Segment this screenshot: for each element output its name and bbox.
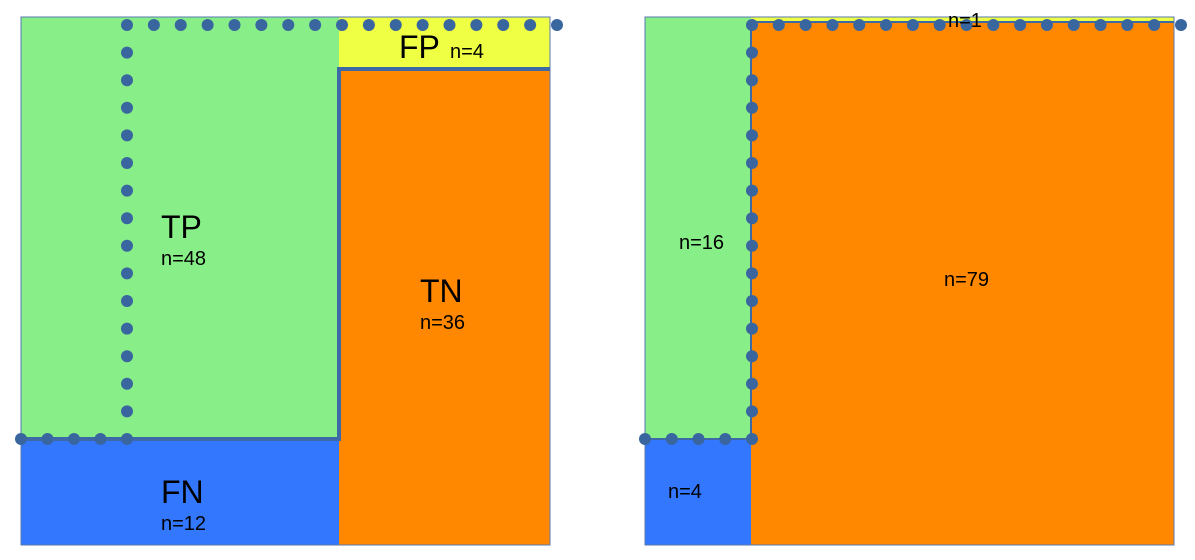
left-fn-region: [21, 439, 339, 545]
boundary-dot: [1148, 19, 1161, 31]
right-fp-region: [751, 17, 1174, 22]
left-panel-outline: [20, 16, 551, 546]
boundary-dot: [121, 157, 133, 169]
boundary-dot: [416, 19, 429, 31]
right-tp-region: [645, 17, 751, 439]
boundary-dot: [906, 19, 919, 31]
boundary-dot: [719, 433, 732, 445]
boundary-dot: [470, 19, 483, 31]
boundary-dot: [121, 350, 133, 363]
left-tn-label: TN: [420, 273, 463, 309]
left-panel: TP n=48 FN n=12 FP n=4 TN n=36: [15, 16, 563, 546]
boundary-dot: [746, 322, 758, 335]
boundary-dot: [746, 19, 758, 31]
right-panel-outline: [644, 16, 1175, 546]
right-tn-count: n=79: [944, 269, 989, 291]
boundary-dot: [121, 433, 133, 445]
boundary-dot: [880, 19, 893, 31]
boundary-dot: [121, 74, 133, 87]
boundary-dot: [121, 101, 133, 114]
boundary-dot: [201, 19, 214, 31]
boundary-dot: [497, 19, 510, 31]
boundary-dot: [121, 239, 133, 252]
boundary-dot: [853, 19, 866, 31]
left-tn-region: [339, 69, 550, 545]
left-tp-region: [21, 17, 339, 439]
boundary-dot: [362, 19, 375, 31]
boundary-dot: [121, 322, 133, 335]
boundary-dot: [746, 405, 758, 418]
boundary-dot: [228, 19, 241, 31]
boundary-dot: [121, 267, 133, 280]
boundary-dot: [1040, 19, 1053, 31]
boundary-dot: [336, 19, 348, 31]
left-fp-label: FP: [399, 29, 440, 65]
boundary-dot: [746, 350, 758, 363]
left-actual-positive-dots: [15, 19, 563, 445]
boundary-dot: [282, 19, 295, 31]
right-fn-region: [645, 439, 751, 545]
boundary-dot: [1094, 19, 1107, 31]
boundary-dot: [746, 184, 758, 197]
boundary-dot: [524, 19, 537, 31]
boundary-dot: [799, 19, 812, 31]
boundary-dot: [746, 46, 758, 59]
boundary-dot: [746, 212, 758, 225]
right-panel: n=16 n=4 n=1 n=79: [639, 10, 1187, 546]
boundary-dot: [1014, 19, 1027, 31]
boundary-dot: [121, 405, 133, 418]
left-fn-count: n=12: [161, 513, 206, 535]
boundary-dot: [1121, 19, 1134, 31]
boundary-dot: [987, 19, 1000, 31]
boundary-dot: [1175, 19, 1187, 31]
boundary-dot: [121, 19, 133, 31]
left-tn-count: n=36: [420, 312, 465, 334]
boundary-dot: [121, 129, 133, 142]
boundary-dot: [147, 19, 160, 31]
right-actual-positive-dots: [639, 19, 1187, 445]
boundary-dot: [746, 74, 758, 87]
boundary-dot: [746, 157, 758, 169]
boundary-dot: [94, 433, 107, 445]
left-predicted-positive-border: [21, 67, 550, 441]
right-tp-count: n=16: [679, 232, 724, 254]
boundary-dot: [121, 46, 133, 59]
boundary-dot: [746, 101, 758, 114]
boundary-dot: [443, 19, 456, 31]
boundary-dot: [692, 433, 705, 445]
boundary-dot: [746, 433, 758, 445]
left-tp-label: TP: [161, 209, 202, 245]
boundary-dot: [639, 433, 651, 445]
boundary-dot: [1067, 19, 1080, 31]
boundary-dot: [309, 19, 322, 31]
boundary-dot: [41, 433, 54, 445]
boundary-dot: [174, 19, 187, 31]
left-fn-label: FN: [161, 474, 204, 510]
boundary-dot: [665, 433, 678, 445]
boundary-dot: [121, 295, 133, 307]
boundary-dot: [746, 295, 758, 307]
boundary-dot: [933, 19, 946, 31]
right-fn-count: n=4: [668, 481, 702, 503]
boundary-dot: [121, 377, 133, 390]
boundary-dot: [772, 19, 785, 31]
left-tp-count: n=48: [161, 248, 206, 270]
boundary-dot: [960, 19, 973, 31]
boundary-dot: [746, 377, 758, 390]
boundary-dot: [15, 433, 27, 445]
boundary-dot: [255, 19, 268, 31]
right-tn-region: [751, 22, 1174, 545]
boundary-dot: [746, 267, 758, 280]
boundary-dot: [121, 212, 133, 225]
boundary-dot: [68, 433, 80, 445]
left-fp-count: n=4: [450, 41, 484, 63]
right-fp-count: n=1: [948, 10, 982, 32]
boundary-dot: [121, 184, 133, 197]
boundary-dot: [746, 239, 758, 252]
boundary-dot: [389, 19, 402, 31]
boundary-dot: [826, 19, 839, 31]
boundary-dot: [746, 129, 758, 142]
boundary-dot: [551, 19, 563, 31]
